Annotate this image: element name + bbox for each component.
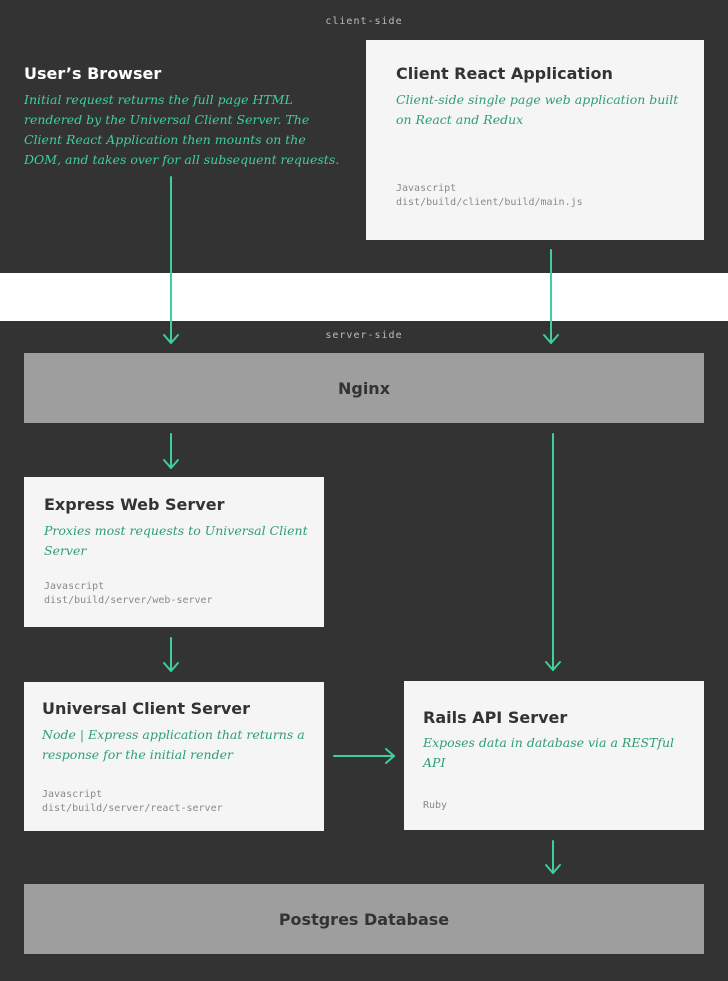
react-app-path: dist/build/client/build/main.js xyxy=(396,197,583,208)
react-app-description: Client-side single page web application … xyxy=(396,92,679,127)
browser-description: Initial request returns the full page HT… xyxy=(24,92,340,167)
express-path: dist/build/server/web-server xyxy=(44,595,213,606)
react-app-language: Javascript xyxy=(396,183,457,194)
universal-language: Javascript xyxy=(42,789,103,800)
express-description: Proxies most requests to Universal Clien… xyxy=(44,523,308,558)
react-app-title: Client React Application xyxy=(396,64,613,83)
universal-description: Node | Express application that returns … xyxy=(42,727,305,762)
rails-description: Exposes data in database via a RESTful A… xyxy=(423,735,675,770)
universal-path: dist/build/server/react-server xyxy=(42,803,223,814)
universal-title: Universal Client Server xyxy=(42,699,251,718)
rails-title: Rails API Server xyxy=(423,708,568,727)
server-side-label: server-side xyxy=(325,330,403,341)
rails-api-server-card: Rails API Server Exposes data in databas… xyxy=(404,681,704,830)
postgres-label: Postgres Database xyxy=(278,909,450,929)
express-language: Javascript xyxy=(44,581,105,592)
browser-title: User’s Browser xyxy=(24,64,162,83)
server-side-region: server-side xyxy=(0,321,728,981)
client-react-app-card: Client React Application Client-side sin… xyxy=(366,40,704,240)
nginx-label: Nginx xyxy=(337,378,391,398)
express-web-server-card: Express Web Server Proxies most requests… xyxy=(24,477,324,627)
postgres-database-bar: Postgres Database xyxy=(24,884,704,954)
universal-client-server-card: Universal Client Server Node | Express a… xyxy=(24,682,324,831)
express-title: Express Web Server xyxy=(44,495,225,514)
nginx-bar: Nginx xyxy=(24,353,704,423)
client-side-label: client-side xyxy=(325,16,403,27)
rails-language: Ruby xyxy=(423,800,448,811)
